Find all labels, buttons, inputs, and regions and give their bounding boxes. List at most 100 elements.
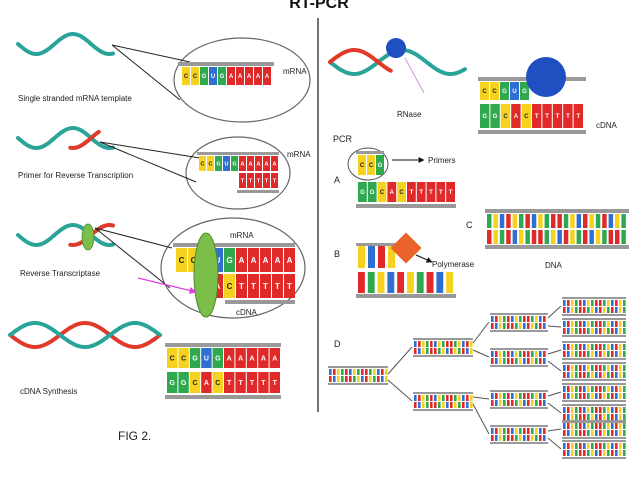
branch-line <box>547 437 562 450</box>
rt-strand-icon <box>16 223 115 247</box>
svg-text:A: A <box>390 190 395 196</box>
svg-text:G: G <box>502 89 507 95</box>
base-G: G <box>178 372 189 393</box>
svg-text:A: A <box>241 161 245 167</box>
base-stripe <box>576 230 582 244</box>
backbone-bar <box>165 395 281 399</box>
panel-letter-d: D <box>334 339 341 349</box>
base-C: C <box>188 248 199 272</box>
base-C: C <box>178 348 189 368</box>
zoom-line <box>94 227 173 249</box>
svg-text:G: G <box>202 74 207 80</box>
base-T: T <box>236 274 247 298</box>
base-T: T <box>416 182 426 202</box>
pcr-step-c: C DNA <box>466 209 629 270</box>
branch-line <box>472 349 490 358</box>
svg-text:A: A <box>275 256 281 265</box>
svg-text:T: T <box>419 190 423 196</box>
dna-bottom-strand <box>487 230 626 244</box>
svg-text:C: C <box>227 282 233 291</box>
step-label-3: Reverse Transcriptase <box>20 269 101 278</box>
svg-text:C: C <box>360 163 365 169</box>
base-stripe <box>506 230 511 244</box>
polymerase-arrow <box>415 254 433 263</box>
primers-label: Primers <box>428 156 456 165</box>
svg-text:T: T <box>576 114 580 120</box>
base-C: C <box>207 156 214 171</box>
base-T: T <box>563 104 573 128</box>
branch-line <box>547 349 562 355</box>
svg-text:C: C <box>215 380 220 387</box>
base-G: G <box>189 348 201 368</box>
polymerase-enzyme <box>390 232 422 264</box>
base-stripe <box>407 272 414 293</box>
rt-enzyme-small <box>81 223 95 251</box>
reverse-transcriptase-enzyme <box>193 232 219 318</box>
svg-text:A: A <box>249 355 254 362</box>
branch-line <box>472 396 490 400</box>
base-stripe <box>602 230 607 244</box>
backbone-bar <box>237 190 279 193</box>
zoom-line <box>99 141 197 183</box>
backbone-bar <box>356 204 456 208</box>
base-A: A <box>247 156 254 171</box>
base-stripe <box>377 272 385 293</box>
backbone-bar <box>356 243 400 246</box>
helix-strand <box>16 32 115 56</box>
base-A: A <box>227 67 235 85</box>
base-G: G <box>200 67 208 85</box>
base-A: A <box>246 348 258 368</box>
dna-copy <box>490 425 548 444</box>
cdna-label-3: cDNA <box>236 308 258 317</box>
svg-text:T: T <box>241 178 245 184</box>
base-G: G <box>224 248 235 272</box>
base-G: G <box>231 156 238 171</box>
template-strand <box>358 272 454 293</box>
svg-text:T: T <box>275 282 280 291</box>
base-stripe <box>621 230 626 244</box>
rnase-enzyme-small <box>386 38 406 58</box>
base-stripe <box>589 230 594 244</box>
branch-line <box>387 379 413 402</box>
backbone-bar <box>485 245 629 249</box>
cdna-duplex-icon <box>8 320 162 350</box>
svg-text:A: A <box>229 74 234 80</box>
base-G: G <box>490 104 500 128</box>
svg-text:C: C <box>482 89 487 95</box>
svg-text:T: T <box>238 380 243 387</box>
svg-text:T: T <box>556 114 560 120</box>
svg-text:T: T <box>273 380 278 387</box>
dna-copy <box>562 440 626 459</box>
zoom-line <box>94 227 171 289</box>
svg-text:C: C <box>179 256 185 265</box>
base-stripe <box>512 230 518 244</box>
svg-text:A: A <box>238 74 243 80</box>
base-T: T <box>272 274 283 298</box>
svg-text:C: C <box>503 114 508 120</box>
branch-line <box>472 403 490 435</box>
base-stripe <box>487 214 492 228</box>
svg-text:A: A <box>251 256 257 265</box>
svg-text:U: U <box>211 74 215 80</box>
base-stripe <box>525 214 530 228</box>
base-C: C <box>212 372 223 393</box>
base-T: T <box>271 173 278 188</box>
base-A: A <box>236 67 244 85</box>
base-C: C <box>182 67 190 85</box>
branch-line <box>547 391 562 397</box>
svg-text:T: T <box>439 190 443 196</box>
zoom-line <box>99 141 201 159</box>
branch-line <box>547 305 562 319</box>
base-T: T <box>426 182 436 202</box>
base-A: A <box>387 182 397 202</box>
svg-text:T: T <box>257 178 261 184</box>
base-C: C <box>189 372 201 393</box>
base-C: C <box>397 182 406 202</box>
